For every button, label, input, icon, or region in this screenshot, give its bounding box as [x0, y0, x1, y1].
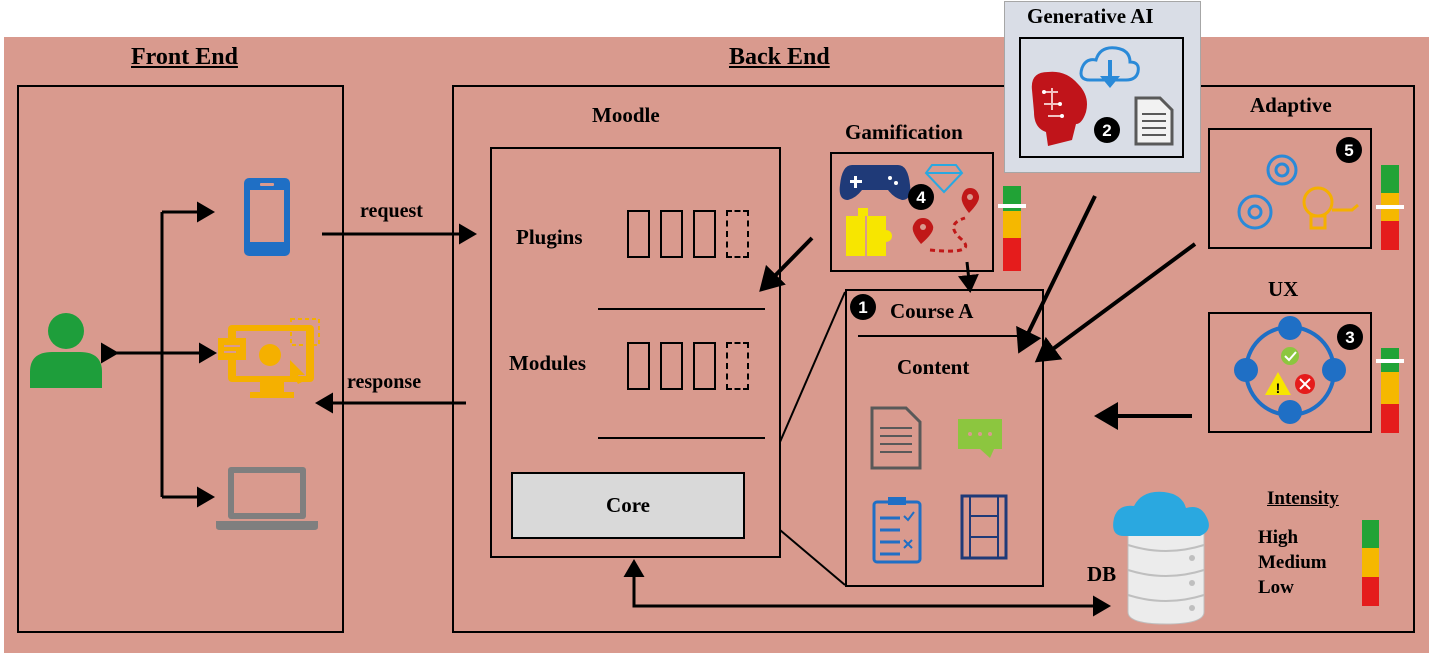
video-film-icon — [960, 494, 1008, 560]
gamification-to-plugins-arrow — [759, 236, 814, 292]
course-box — [845, 289, 1044, 587]
genai-to-content-arrow — [1016, 195, 1097, 354]
zoom-line — [779, 291, 846, 443]
quiz-checklist-icon — [872, 497, 922, 564]
generative-ai-box — [1019, 37, 1184, 158]
puzzle-icon — [846, 208, 892, 256]
db-label: DB — [1087, 562, 1117, 586]
lightbulb-icon — [1302, 186, 1359, 230]
document-icon — [1134, 96, 1174, 146]
svg-text:2: 2 — [1102, 121, 1111, 140]
plugins-label: Plugins — [516, 225, 583, 249]
intensity-title: Intensity — [1267, 488, 1339, 509]
module-slot — [627, 342, 650, 390]
gears-icon — [1237, 154, 1298, 230]
module-slot — [693, 342, 716, 390]
moodle-box — [490, 147, 781, 558]
gamification-intensity-meter — [998, 186, 1026, 271]
course-title: Course A — [890, 299, 974, 323]
gamification-to-course-arrow — [957, 261, 979, 293]
modules-label: Modules — [509, 351, 587, 375]
gamification-title: Gamification — [845, 120, 963, 144]
ux-title: UX — [1268, 277, 1299, 301]
laptop-icon — [216, 467, 318, 530]
plugin-slot-placeholder — [726, 210, 749, 258]
ux-box — [1208, 312, 1372, 433]
user-icon — [30, 313, 102, 388]
svg-text:!: ! — [1276, 380, 1281, 396]
intensity-medium-label: Medium — [1258, 552, 1327, 573]
diamond-icon — [924, 164, 964, 194]
chat-icon — [958, 419, 1002, 458]
plugin-slot — [660, 210, 683, 258]
front-end-title: Front End — [131, 44, 238, 70]
back-end-title: Back End — [729, 44, 830, 70]
gamification-box — [830, 152, 994, 272]
course-badge: 1 — [850, 294, 876, 320]
smartphone-icon — [244, 178, 290, 256]
adaptive-intensity-meter — [1376, 165, 1404, 250]
core-label: Core — [606, 493, 650, 517]
ux-intensity-meter — [1376, 348, 1404, 433]
web-interface-icon — [218, 318, 320, 398]
svg-text:3: 3 — [1345, 328, 1354, 347]
core-db-connector — [632, 565, 1111, 617]
game-controller-icon — [839, 165, 911, 200]
svg-text:1: 1 — [858, 298, 867, 317]
adaptive-badge: 5 — [1336, 137, 1362, 163]
back-end-panel — [452, 85, 1415, 633]
content-label: Content — [897, 355, 970, 379]
plugin-slot — [627, 210, 650, 258]
gamification-badge: 4 — [908, 184, 934, 210]
moodle-title: Moodle — [592, 103, 660, 127]
generative-ai-title: Generative AI — [1027, 4, 1154, 28]
adaptive-title: Adaptive — [1250, 93, 1332, 117]
front-end-panel — [17, 85, 344, 633]
module-slot-placeholder — [726, 342, 749, 390]
cloud-download-icon — [1079, 46, 1140, 88]
database-icon — [1113, 491, 1209, 625]
request-label: request — [360, 200, 423, 222]
generative-ai-badge: 2 — [1094, 117, 1120, 143]
ai-brain-icon — [1031, 71, 1087, 146]
intensity-high-label: High — [1258, 527, 1299, 548]
svg-text:4: 4 — [916, 188, 926, 207]
core-box: Core — [511, 472, 745, 539]
ux-badge: 3 — [1337, 324, 1363, 350]
ux-network-icon: ! — [1234, 316, 1346, 424]
plugin-slot — [693, 210, 716, 258]
adaptive-to-content-arrow — [1034, 242, 1197, 363]
intensity-low-label: Low — [1258, 577, 1294, 598]
route-map-icon — [912, 188, 980, 253]
adaptive-box — [1208, 128, 1372, 249]
intensity-legend-bar — [1362, 520, 1379, 606]
svg-text:5: 5 — [1344, 141, 1353, 160]
response-label: response — [347, 371, 422, 393]
module-slot — [660, 342, 683, 390]
zoom-line — [779, 529, 846, 586]
text-document-icon — [870, 406, 922, 470]
